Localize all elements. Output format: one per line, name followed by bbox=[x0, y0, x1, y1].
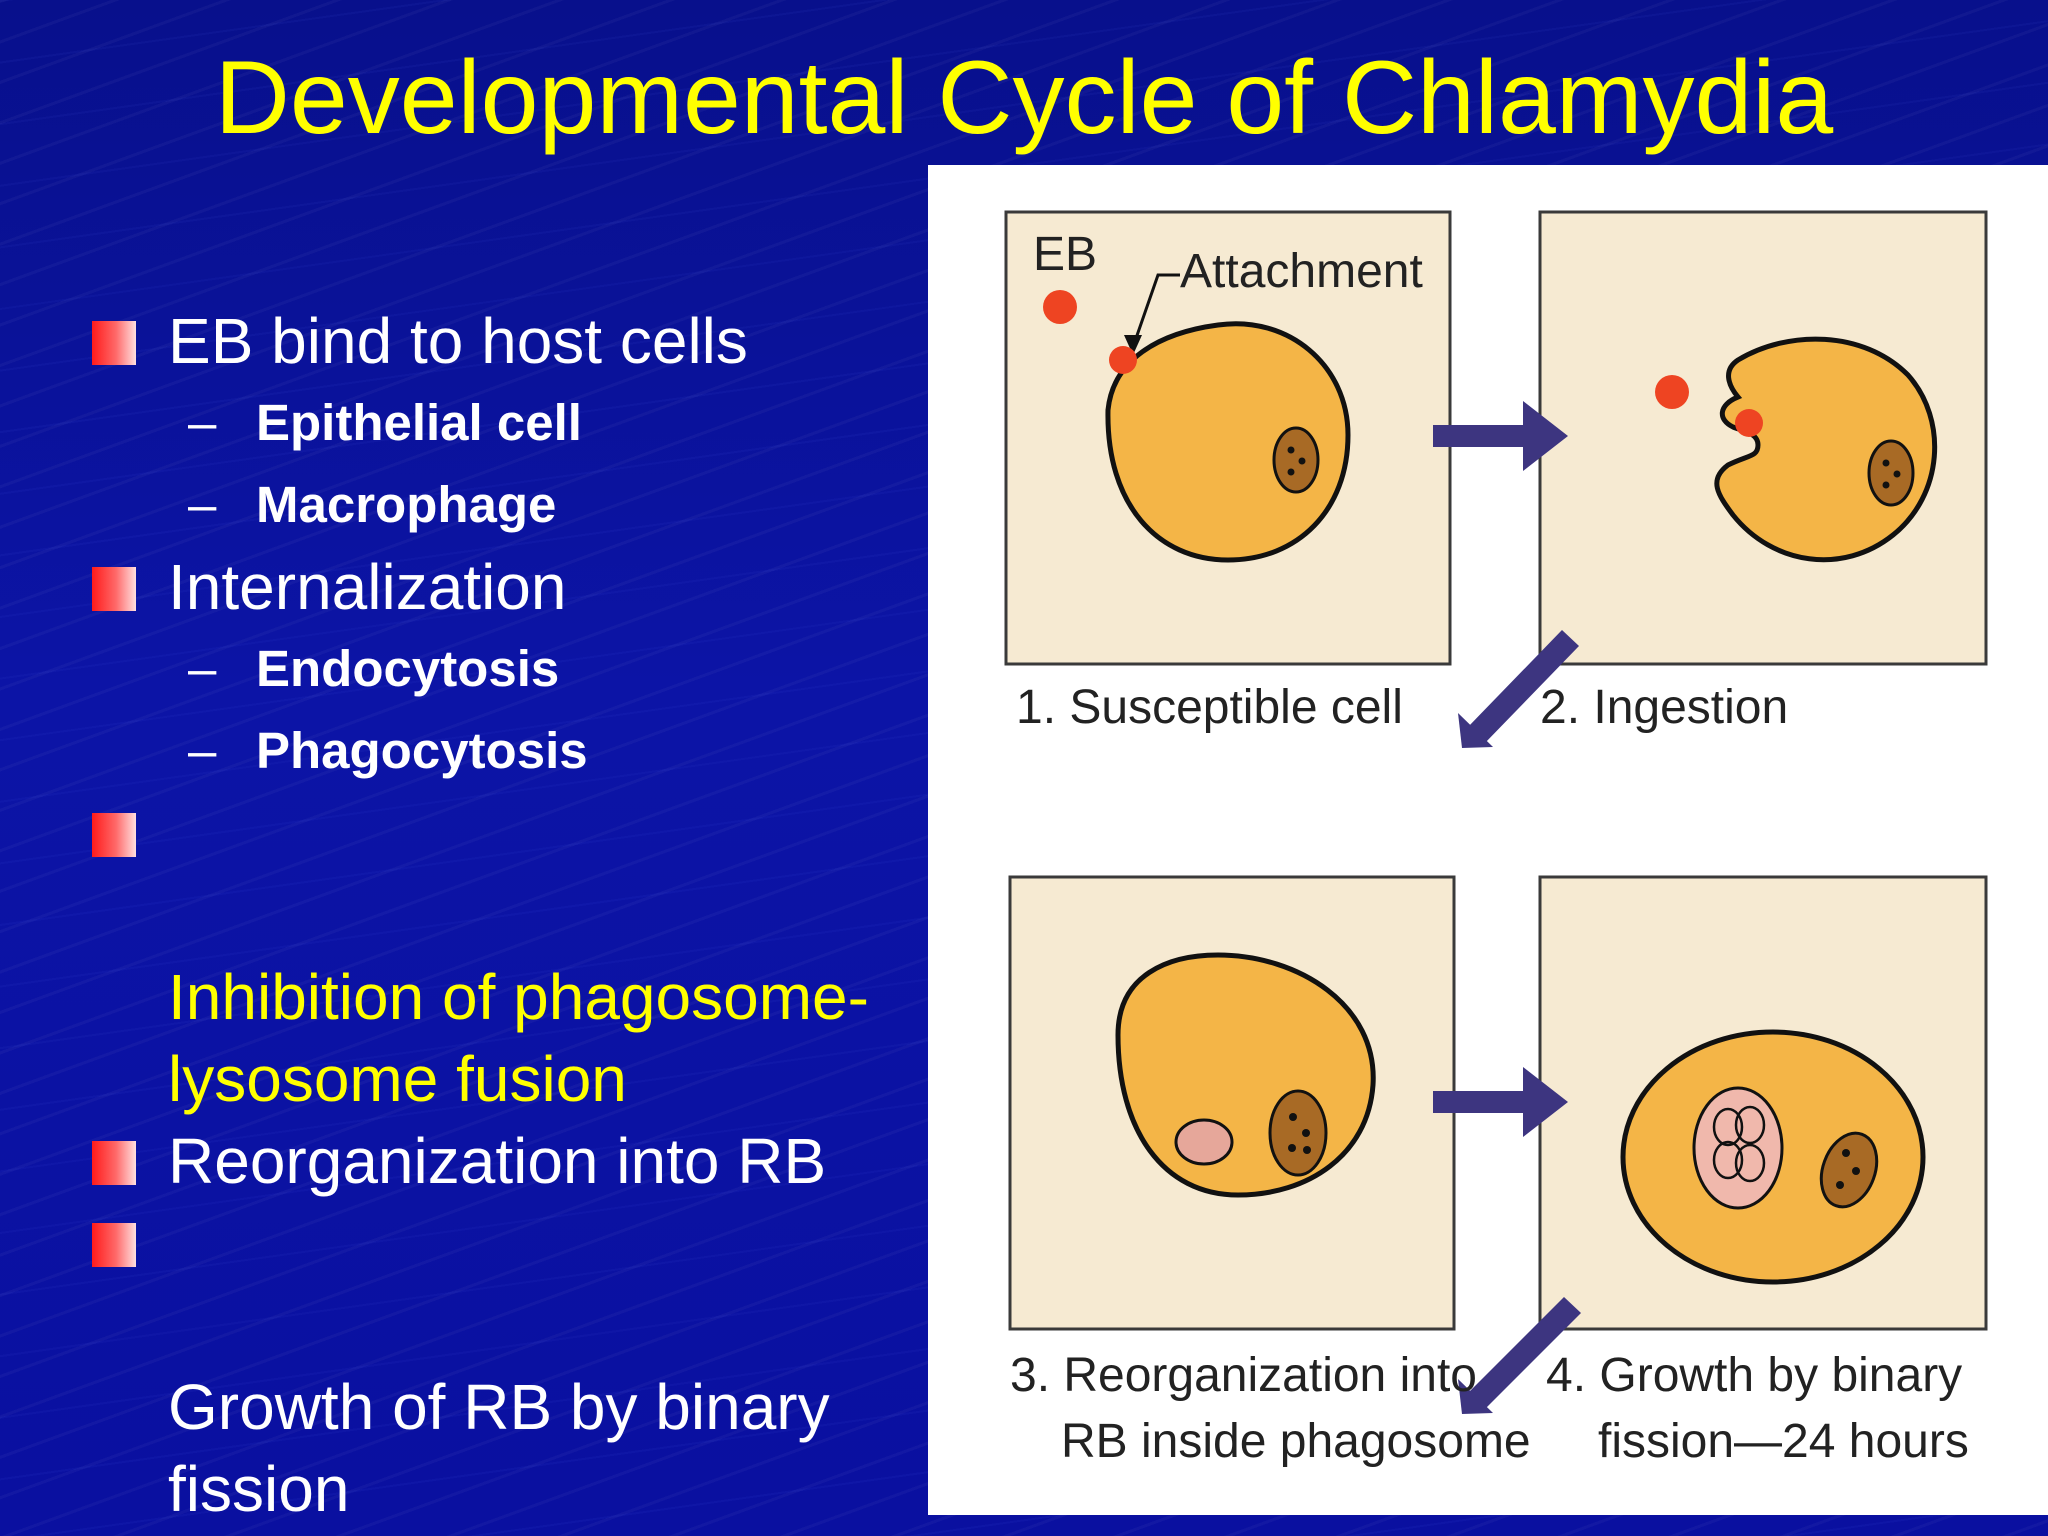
nucleus-dot bbox=[1303, 1146, 1311, 1154]
bullet-text: EB bind to host cells bbox=[168, 305, 748, 377]
sub-bullet-item: – Endocytosis bbox=[92, 628, 932, 710]
caption-1: 1. Susceptible cell bbox=[1016, 681, 1403, 734]
nucleus-icon bbox=[1819, 1131, 1879, 1209]
bullet-text: Inhibition of phagosome- lysosome fusion bbox=[168, 961, 869, 1115]
nucleus-dot bbox=[1288, 1144, 1296, 1152]
arrow-right-icon bbox=[1433, 1067, 1568, 1137]
sub-bullet-text: Endocytosis bbox=[256, 640, 560, 697]
host-cell-icon bbox=[1105, 321, 1351, 563]
nucleus-dot bbox=[1882, 481, 1890, 489]
caption-3-line-2: RB inside phagosome bbox=[1061, 1415, 1531, 1468]
nucleus-icon bbox=[1867, 439, 1915, 507]
panel-3-reorganization bbox=[1008, 875, 1456, 1331]
caption-2: 2. Ingestion bbox=[1540, 681, 1788, 734]
figure-drawing: EB Attachment bbox=[1004, 210, 1988, 1468]
caption-3-line-1: 3. Reorganization into bbox=[1010, 1349, 1477, 1402]
attachment-pointer-head-icon bbox=[1124, 335, 1142, 355]
sub-bullet-text: Phagocytosis bbox=[256, 722, 588, 779]
sub-bullet-item: – Phagocytosis bbox=[92, 710, 932, 792]
sub-bullet-text: Epithelial cell bbox=[256, 394, 582, 451]
caption-4-line-2: fission—24 hours bbox=[1598, 1415, 1969, 1468]
bullet-marker-icon bbox=[92, 567, 136, 611]
sub-bullet-text: Macrophage bbox=[256, 476, 557, 533]
dash-marker: – bbox=[188, 722, 217, 779]
rb-body bbox=[1712, 1107, 1744, 1147]
eb-label: EB bbox=[1033, 228, 1097, 281]
nucleus-dot bbox=[1836, 1181, 1844, 1189]
nucleus-dot bbox=[1882, 459, 1890, 467]
nucleus-dot bbox=[1302, 1129, 1310, 1137]
bullet-marker-icon bbox=[92, 813, 136, 857]
bullet-marker-icon bbox=[92, 321, 136, 365]
eb-particle-icon bbox=[1655, 375, 1689, 409]
ingested-eb-icon bbox=[1735, 409, 1763, 437]
bullet-item: Reorganization into RB bbox=[92, 1120, 932, 1202]
bullet-marker-icon bbox=[92, 1223, 136, 1267]
bullet-marker-icon bbox=[92, 1141, 136, 1185]
nucleus-icon bbox=[1272, 426, 1320, 494]
arrow-diagonal-down-icon bbox=[1458, 1297, 1581, 1414]
attached-eb-icon bbox=[1109, 346, 1137, 374]
bullet-item: Growth of RB by binary fission bbox=[92, 1202, 932, 1530]
nucleus-icon bbox=[1268, 1089, 1328, 1177]
bullet-item-highlighted: Inhibition of phagosome- lysosome fusion bbox=[92, 792, 932, 1120]
rb-body bbox=[1712, 1140, 1744, 1180]
eb-particle-icon bbox=[1043, 290, 1077, 324]
phagosome-rb-icon bbox=[1174, 1118, 1234, 1166]
nucleus-dot bbox=[1852, 1167, 1860, 1175]
panel-1-susceptible-cell: EB Attachment bbox=[1004, 210, 1452, 666]
attachment-pointer-line bbox=[1131, 273, 1180, 348]
attachment-label: Attachment bbox=[1180, 245, 1423, 298]
engulfing-cell-icon bbox=[1714, 336, 1938, 563]
dash-marker: – bbox=[188, 476, 217, 533]
bullet-text: Growth of RB by binary fission bbox=[168, 1371, 830, 1525]
dash-marker: – bbox=[188, 640, 217, 697]
bullet-text: Reorganization into RB bbox=[168, 1125, 827, 1197]
nucleus-dot bbox=[1298, 457, 1306, 465]
dash-marker: – bbox=[188, 394, 217, 451]
arrow-right-icon bbox=[1433, 401, 1568, 471]
slide-title: Developmental Cycle of Chlamydia bbox=[214, 40, 1834, 156]
panel-4-binary-fission bbox=[1538, 875, 1988, 1331]
nucleus-dot bbox=[1287, 468, 1295, 476]
rb-body bbox=[1734, 1105, 1766, 1145]
sub-bullet-item: – Macrophage bbox=[92, 464, 932, 546]
rb-body bbox=[1734, 1143, 1766, 1183]
panel-2-ingestion bbox=[1538, 210, 1988, 666]
bullet-item: Internalization bbox=[92, 546, 932, 628]
nucleus-dot bbox=[1287, 446, 1295, 454]
nucleus-dot bbox=[1289, 1113, 1297, 1121]
chlamydia-cycle-figure: EB Attachment bbox=[928, 165, 2048, 1515]
nucleus-dot bbox=[1842, 1149, 1850, 1157]
sub-bullet-item: – Epithelial cell bbox=[92, 382, 932, 464]
bullet-item: EB bind to host cells bbox=[92, 300, 932, 382]
arrow-diagonal-down-icon bbox=[1458, 630, 1579, 748]
nucleus-dot bbox=[1893, 470, 1901, 478]
bullet-text: Internalization bbox=[168, 551, 567, 623]
caption-4-line-1: 4. Growth by binary bbox=[1546, 1349, 1962, 1402]
bullet-list: EB bind to host cells – Epithelial cell … bbox=[92, 300, 932, 1530]
